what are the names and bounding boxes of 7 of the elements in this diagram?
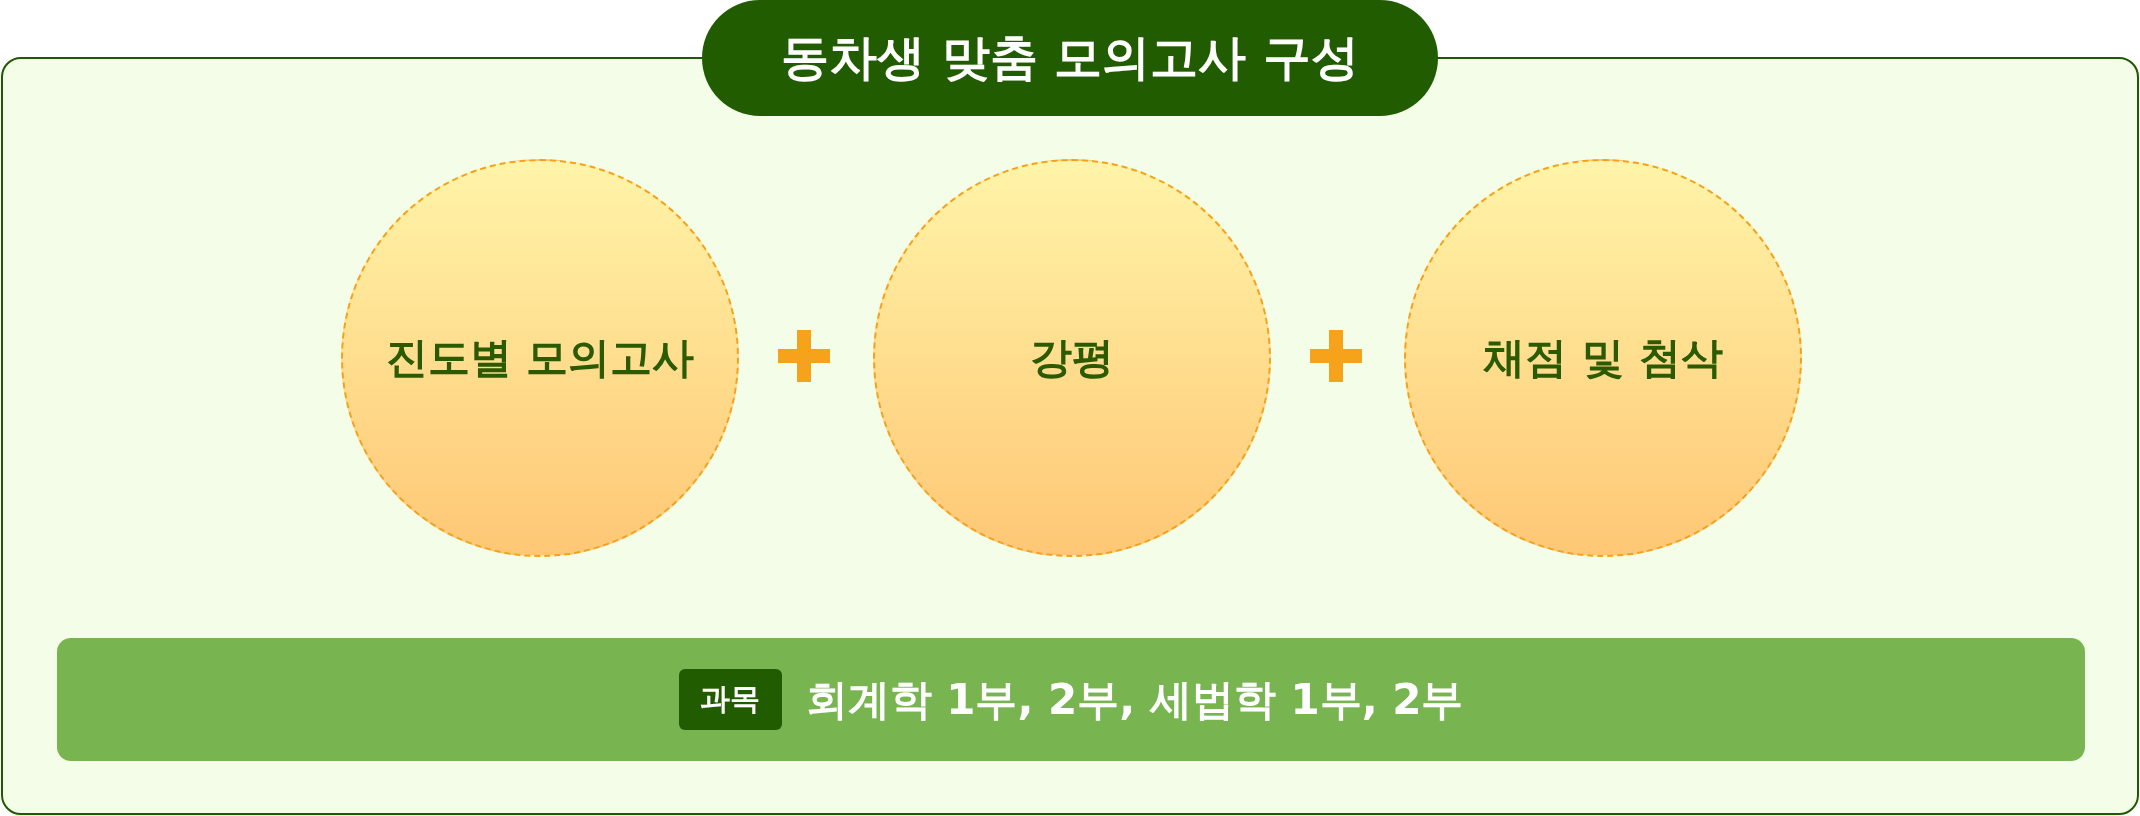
subject-list: 회계학 1부, 2부, 세법학 1부, 2부 <box>805 671 1464 728</box>
title-pill: 동차생 맞춤 모의고사 구성 <box>702 0 1438 116</box>
circle-node: 진도별 모의고사 <box>341 159 739 557</box>
subject-badge: 과목 <box>678 669 782 730</box>
circle-node: 채점 및 첨삭 <box>1404 159 1802 557</box>
subject-bar <box>57 638 2085 761</box>
circle-node: 강평 <box>873 159 1271 557</box>
